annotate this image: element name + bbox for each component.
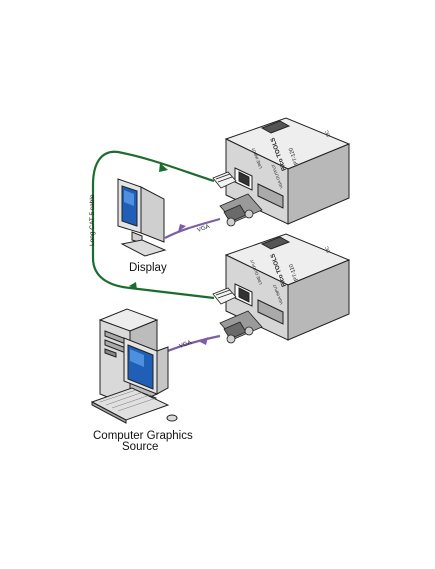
vga-arrow-top (178, 224, 186, 232)
rj45-plug-bottom (212, 287, 237, 305)
vga-plug-top (219, 193, 263, 227)
monitor-icon (117, 178, 167, 257)
display-label: Display (129, 262, 167, 274)
top-unit-model: PT-120 (288, 147, 300, 166)
keyboard-keys (99, 389, 157, 412)
bottom-unit (224, 233, 351, 341)
computer-icon (90, 308, 178, 424)
rj45-plug-top (212, 171, 237, 189)
bottom-unit-model: PT-110 (288, 263, 300, 281)
top-unit-dc: DC (324, 129, 331, 138)
source-label-line1: Computer Graphics (93, 430, 193, 442)
cable-label: Long CAT 5 cable (89, 194, 96, 246)
vga-arrow-bottom (200, 337, 208, 345)
vga-cable-top (164, 217, 221, 239)
cable-arrow-bottom (129, 282, 137, 290)
vga-plug-bottom (219, 310, 263, 344)
source-label-line2: Source (122, 441, 159, 453)
cat5-cable (91, 150, 215, 300)
vga-label-top: VGA (197, 224, 211, 234)
cable-arrow-top (159, 163, 168, 172)
top-unit (224, 30, 351, 225)
vga-label-bottom: VGA (179, 340, 193, 350)
bottom-unit-dc: DC (324, 245, 331, 254)
